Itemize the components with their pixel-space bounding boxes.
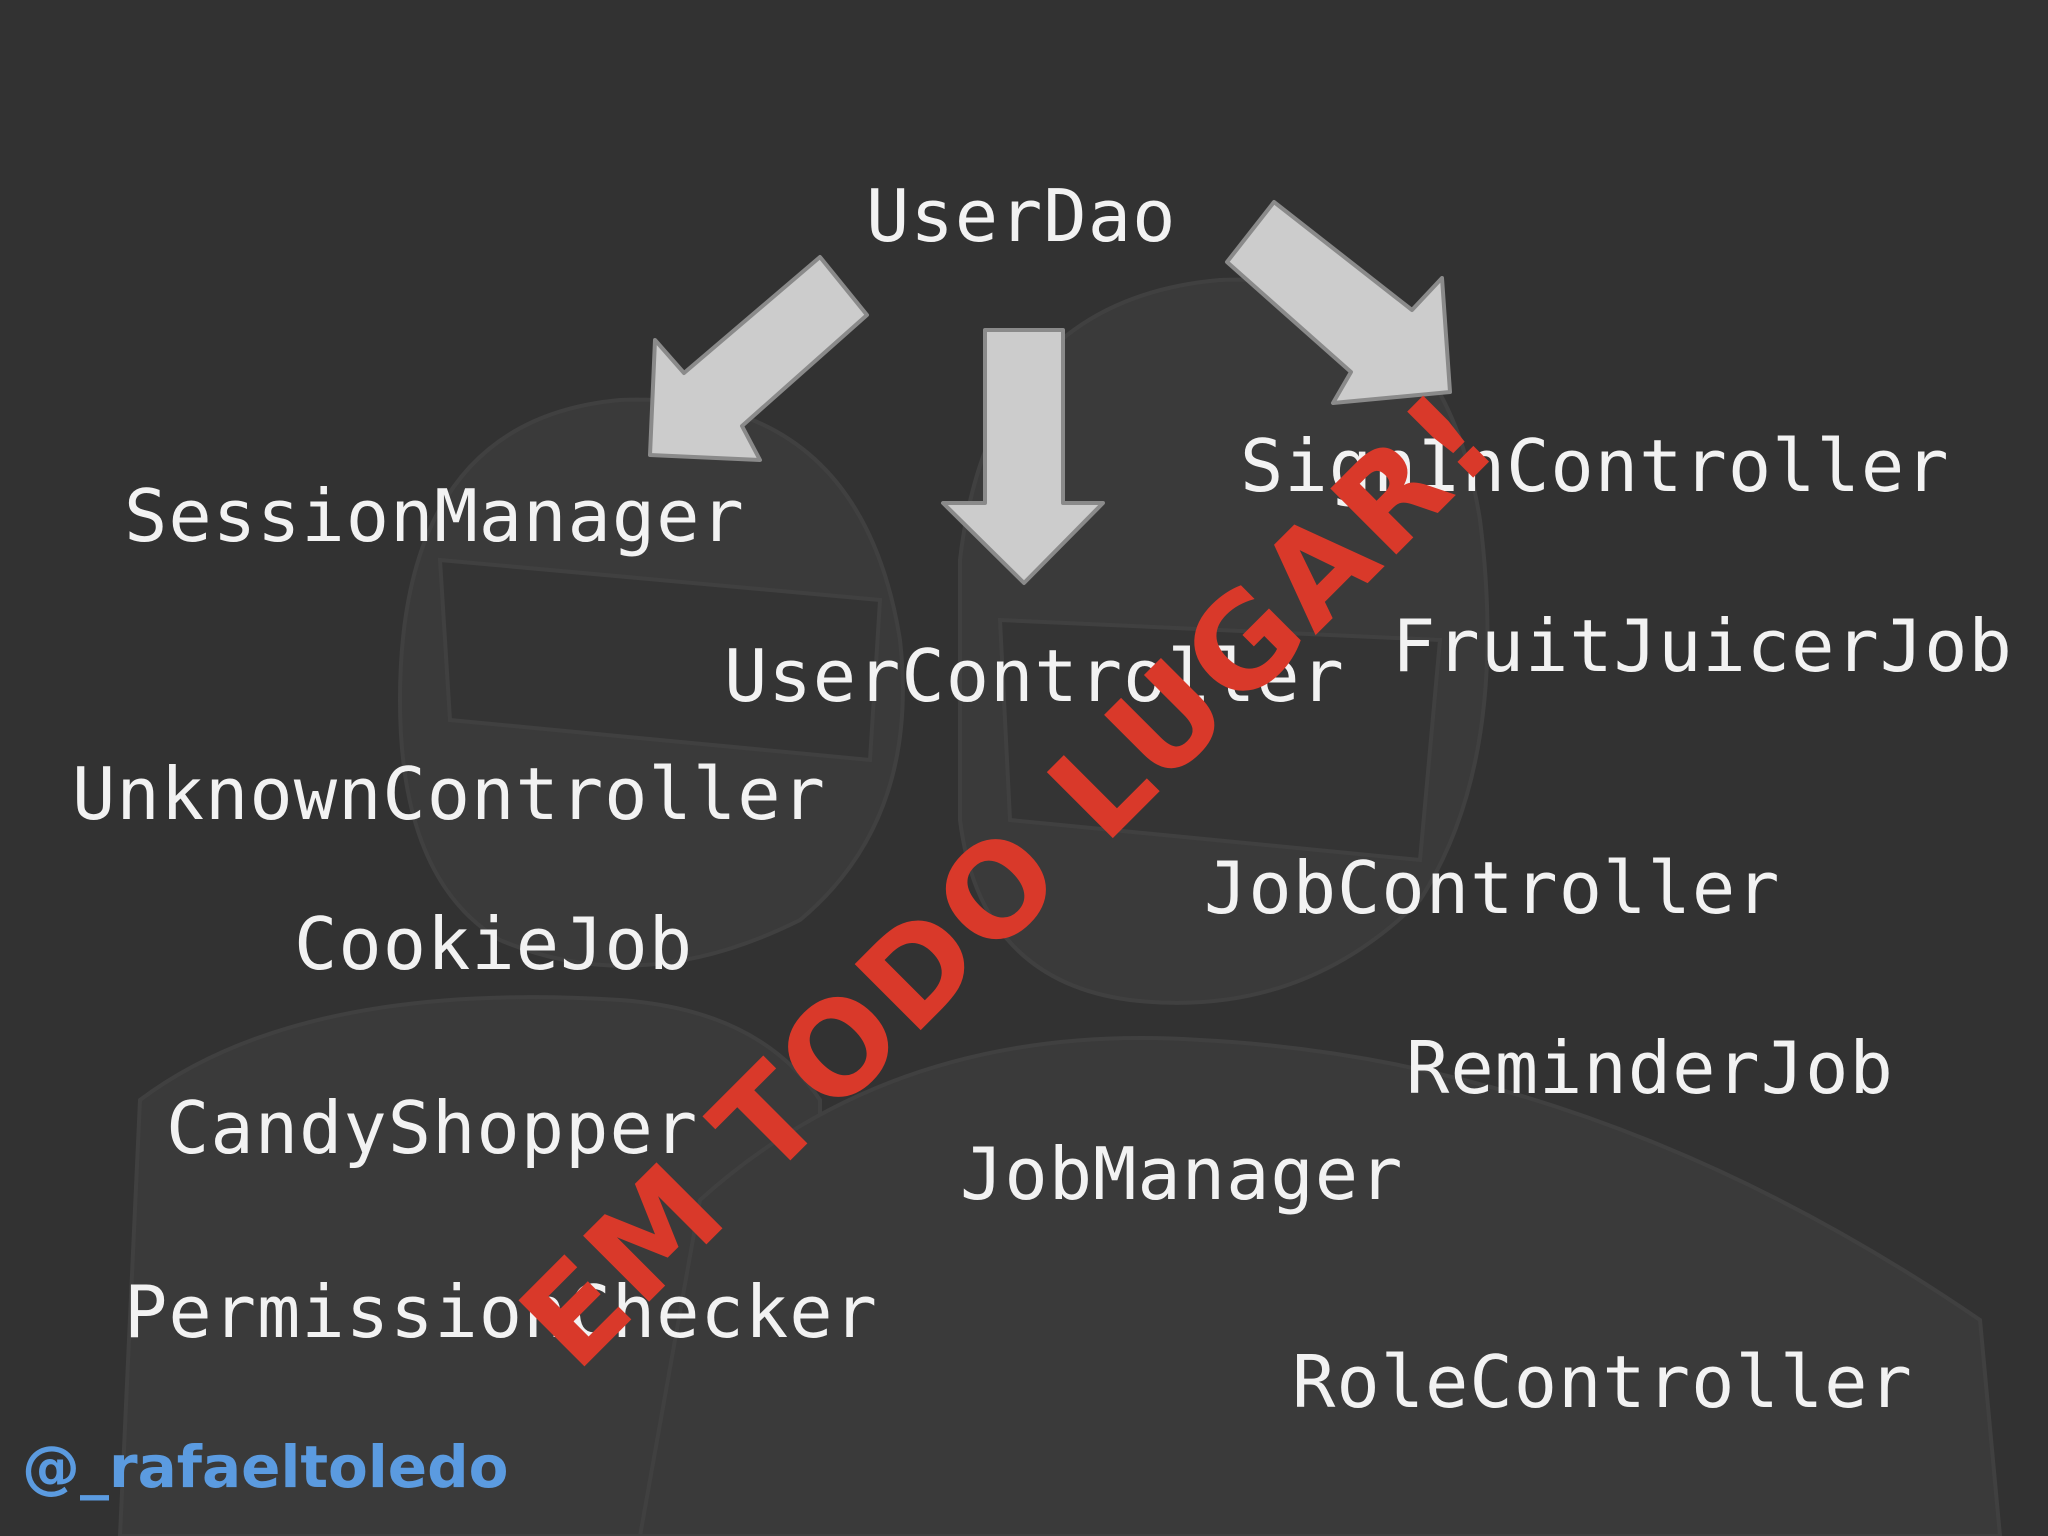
dependent-label: ReminderJob	[1406, 1026, 1894, 1110]
dependent-label: PermissionChecker	[124, 1270, 878, 1354]
dependent-label: CookieJob	[294, 902, 694, 986]
dependent-label: RoleController	[1292, 1340, 1913, 1424]
dependent-label: UserController	[724, 634, 1345, 718]
center-node-label: UserDao	[866, 174, 1177, 258]
dependent-label: UnknownController	[72, 752, 826, 836]
author-handle: @_rafaeltoledo	[22, 1433, 509, 1501]
arrow-icon	[941, 328, 1105, 585]
arrow-icon	[648, 255, 869, 462]
dependent-label: FruitJuicerJob	[1392, 604, 2013, 688]
dependent-label: CandyShopper	[166, 1086, 699, 1170]
dependent-label: SessionManager	[124, 474, 745, 558]
dependent-label: JobManager	[960, 1132, 1404, 1216]
arrow-icon	[1225, 200, 1452, 405]
dependent-label: JobController	[1204, 846, 1781, 930]
dependent-label: SignInController	[1240, 424, 1950, 508]
